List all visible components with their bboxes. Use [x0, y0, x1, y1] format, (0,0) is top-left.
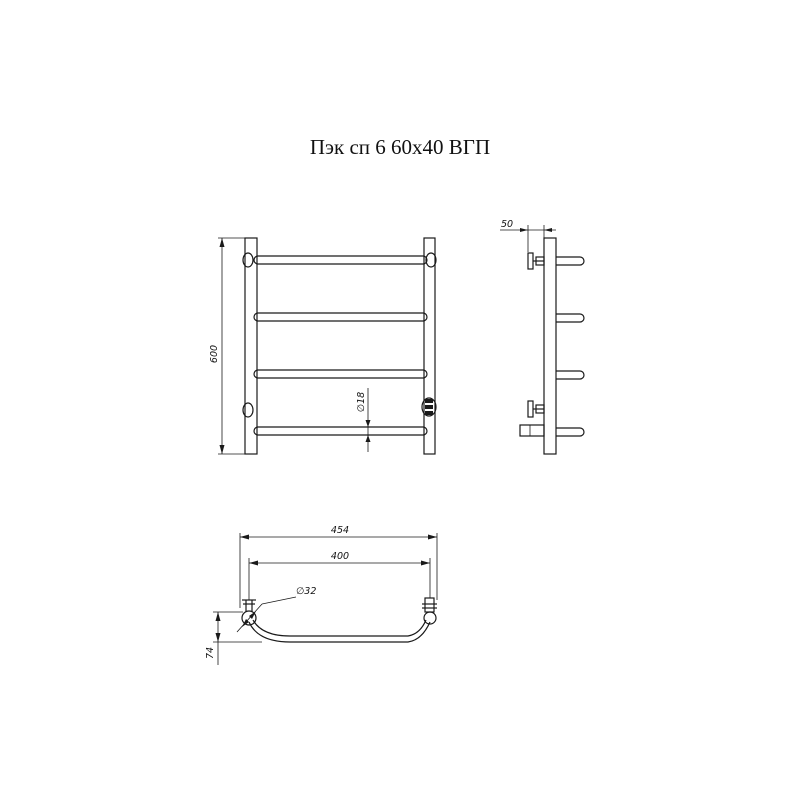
wall-mount [242, 402, 254, 418]
side-post [543, 237, 557, 455]
rungs [253, 255, 428, 436]
right-fitting [422, 597, 437, 613]
side-connection [519, 424, 545, 437]
rung [253, 255, 428, 265]
depth-dimension: 74 [205, 611, 262, 665]
height-label: 600 [209, 345, 220, 363]
bar-diameter-label: ∅18 [356, 392, 367, 412]
pipe-diameter-label: ∅32 [296, 586, 316, 597]
overall-width-dimension: 454 [239, 525, 438, 608]
height-dimension: 600 [209, 237, 245, 455]
pipe-diameter-dimension: ∅32 [236, 586, 316, 633]
bar-diameter-dimension: ∅18 [356, 388, 371, 452]
rung [253, 312, 428, 322]
center-distance-label: 400 [331, 551, 349, 562]
wall-mount [425, 252, 437, 268]
drawing-title: Пэк сп 6 60х40 ВГП [309, 135, 491, 159]
top-outline-inner [252, 619, 427, 637]
connection-fitting [421, 397, 437, 417]
top-view: 454 400 ∅32 74 [205, 525, 438, 665]
left-post [244, 237, 258, 455]
top-outline-outer [248, 621, 431, 643]
front-view: 600 ∅18 [209, 237, 437, 455]
overall-width-label: 454 [331, 525, 349, 536]
rung [253, 369, 428, 379]
right-post [423, 237, 436, 455]
side-bracket-bottom [527, 400, 545, 418]
depth-label: 74 [205, 647, 216, 659]
offset-label: 50 [501, 219, 513, 230]
side-bracket-top [527, 252, 545, 270]
side-view: 50 [500, 219, 585, 455]
center-distance-dimension: 400 [248, 551, 431, 600]
wall-mount [242, 252, 254, 268]
offset-dimension: 50 [500, 219, 556, 252]
left-fitting [242, 599, 256, 612]
rung [253, 426, 428, 436]
side-rungs [556, 256, 585, 437]
left-pipe [241, 610, 257, 626]
